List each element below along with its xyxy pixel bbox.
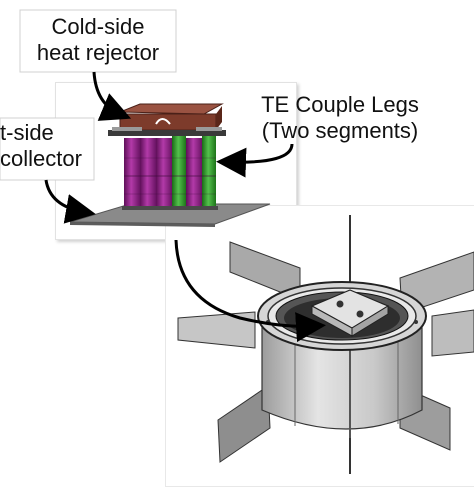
te-legs-label: TE Couple Legs (Two segments) (240, 92, 440, 144)
thermoelectric-module-diagram (0, 9, 474, 474)
te-legs-label-line1: TE Couple Legs (261, 92, 419, 117)
hot-side-label-line1: t-side (0, 120, 54, 145)
module-to-hardware-arrow (174, 239, 326, 343)
te-legs-label-line2: (Two segments) (261, 118, 419, 143)
cold-side-label: Cold-side heat rejector (22, 14, 174, 66)
cold-side-label-line1: Cold-side (51, 14, 145, 39)
hot-side-collector-plate (69, 203, 271, 225)
cold-side-arrow (92, 71, 132, 121)
hot-side-label: t-side collector (0, 120, 96, 172)
hot-side-label-line2: collector (0, 146, 82, 171)
radiator-hardware (177, 215, 474, 474)
cold-side-label-line2: heat rejector (36, 40, 160, 65)
te-couple-legs (122, 136, 218, 210)
cold-side-label-box (19, 9, 177, 73)
te-legs-arrow (216, 143, 294, 178)
hot-side-label-box (0, 117, 95, 181)
hot-side-arrow (44, 179, 96, 224)
cold-side-heat-rejector (108, 103, 226, 136)
